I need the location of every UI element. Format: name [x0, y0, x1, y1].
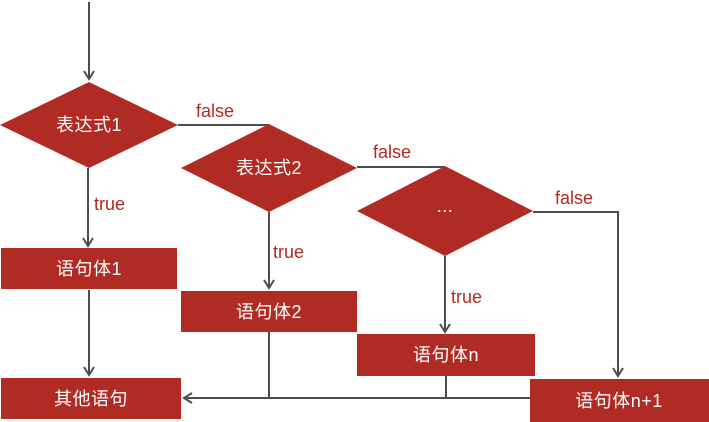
decision-expression-2	[181, 124, 357, 212]
process-statement-1-label: 语句体1	[56, 259, 122, 279]
process-statement-n-plus-1-label: 语句体n+1	[575, 391, 663, 411]
branch-label-d1-false: false	[196, 101, 234, 121]
process-statement-2-label: 语句体2	[236, 302, 302, 322]
process-other-statements	[1, 378, 181, 419]
process-statement-1	[1, 248, 177, 289]
decision-expression-ellipsis	[357, 166, 533, 256]
branch-label-d1-true: true	[94, 194, 125, 214]
process-statement-2	[181, 291, 357, 332]
edge-d3-false	[533, 211, 624, 378]
decision-expression-ellipsis-label: ...	[437, 196, 454, 216]
decision-expression-1	[0, 82, 178, 168]
branch-label-d3-false: false	[555, 188, 593, 208]
process-statement-n	[357, 334, 535, 376]
decision-expression-2-label: 表达式2	[236, 158, 302, 178]
branch-label-d2-false: false	[373, 142, 411, 162]
process-other-statements-label: 其他语句	[54, 389, 128, 409]
branch-label-d3-true: true	[451, 287, 482, 307]
process-statement-n-label: 语句体n	[413, 345, 479, 365]
decision-expression-1-label: 表达式1	[56, 115, 122, 135]
branch-label-d2-true: true	[273, 242, 304, 262]
process-statement-n-plus-1	[530, 379, 709, 422]
